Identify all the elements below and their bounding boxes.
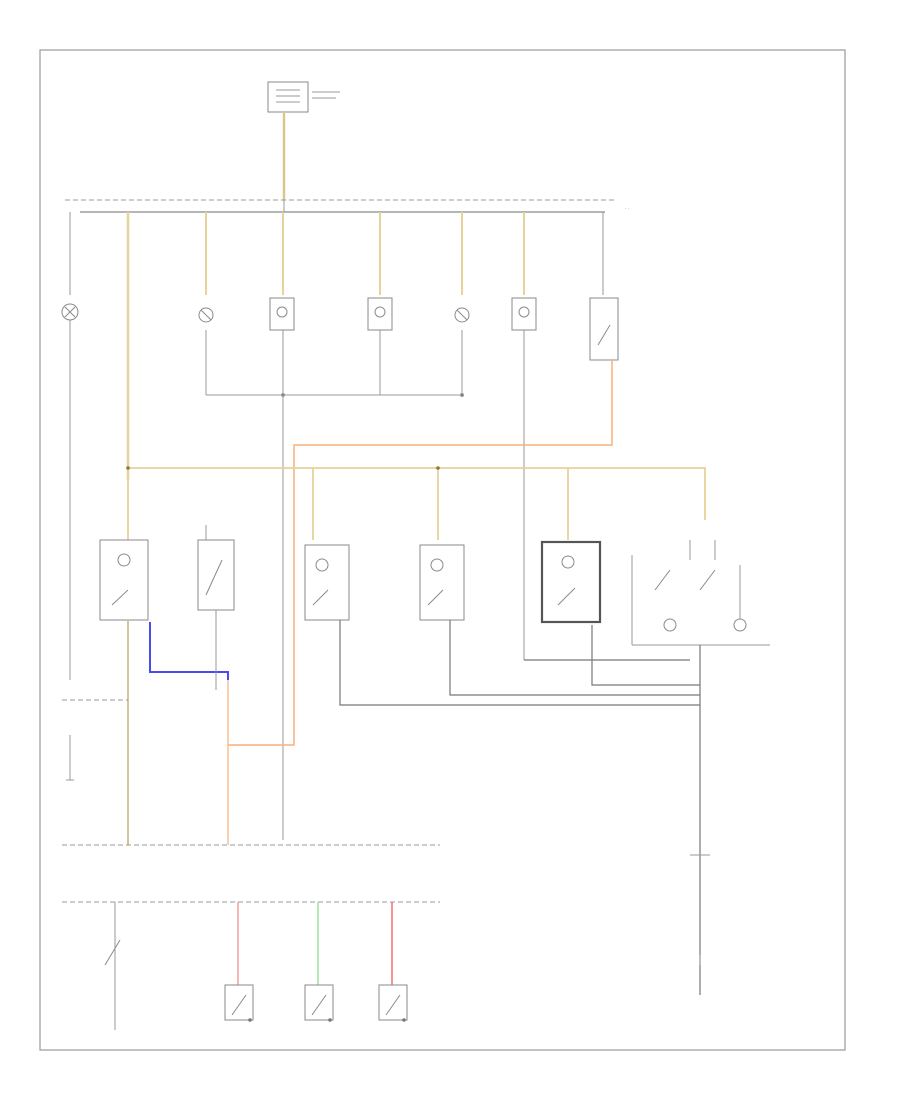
diagram-frame — [39, 49, 846, 1051]
glove-box-switch — [197, 539, 235, 611]
mid-yellow-bus — [128, 467, 706, 520]
front-door-switch-left — [99, 539, 149, 621]
door-jamb-switch-2 — [224, 902, 254, 1022]
svg-text:· ·: · · — [625, 206, 629, 211]
relay-module — [540, 540, 602, 624]
dome-lamp — [589, 297, 619, 361]
ground-point — [690, 854, 710, 965]
cargo-lamp — [511, 297, 537, 331]
ignition-key-lamp — [269, 297, 295, 331]
door-jamb-switch-3 — [304, 902, 334, 1022]
blue-wire — [149, 622, 229, 680]
door-jamb-switch-4 — [378, 902, 408, 1022]
front-door-switch-right — [304, 544, 350, 621]
door-jamb-switch-1 — [104, 902, 121, 1030]
map-lamp-left — [367, 297, 393, 331]
bus-drops — [69, 212, 604, 480]
lamp-returns — [69, 320, 525, 840]
liftgate-switch — [419, 544, 465, 621]
courtesy-lamp — [61, 303, 79, 321]
dome-orange-wire — [228, 360, 613, 746]
sliding-door-switch — [631, 540, 770, 646]
glove-box-lamp — [198, 307, 214, 323]
map-lamp-right — [454, 307, 470, 323]
return-wires — [339, 620, 701, 995]
battery-connector — [267, 81, 340, 113]
